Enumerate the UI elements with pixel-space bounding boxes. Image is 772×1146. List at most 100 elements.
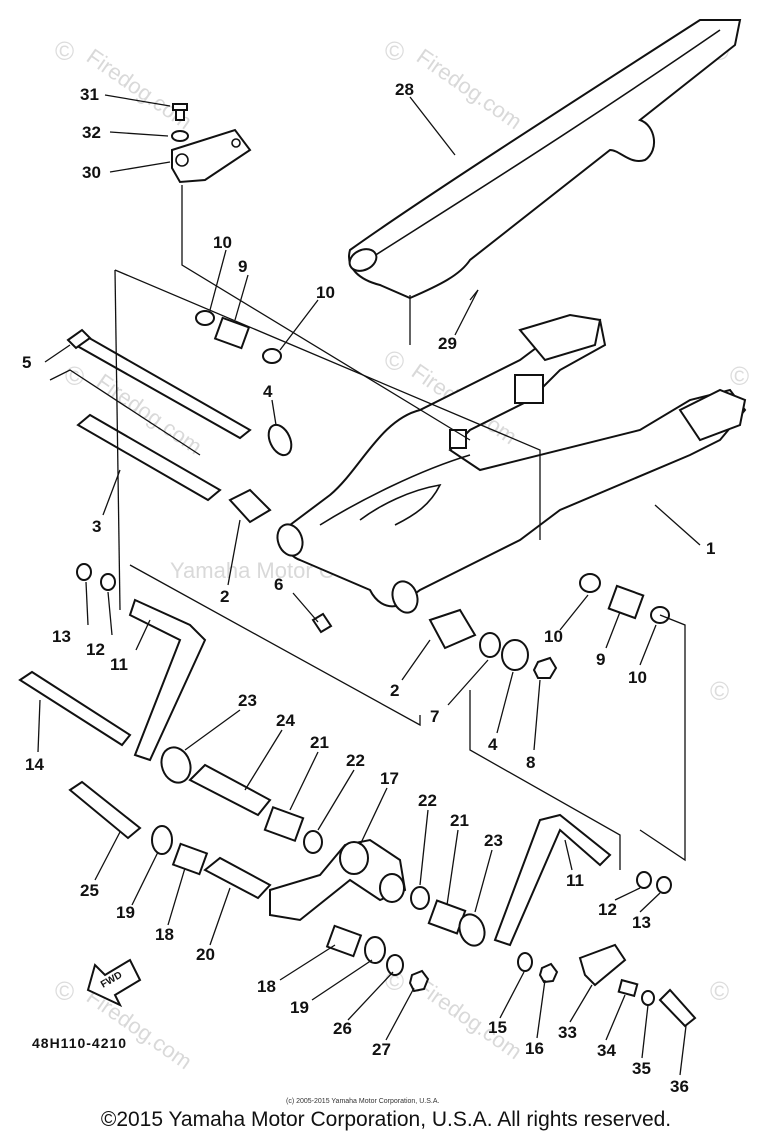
washer-35 [641,990,655,1006]
seal-19 [151,825,173,855]
part-number: 2 [220,587,229,606]
part-number: 35 [632,1059,651,1078]
watermark-copyright: © [55,36,74,66]
bolt-6 [311,612,333,634]
bracket-plate [171,128,252,184]
guide-line [639,614,686,862]
relay-arm-boss [339,841,369,875]
part-number: 22 [346,751,365,770]
part-number: 1 [706,539,715,558]
part-number: 26 [333,1019,352,1038]
part-number: 30 [82,163,101,182]
washer-4 [501,639,529,671]
chain-guard-edge [359,29,721,266]
part-number: 23 [484,831,503,850]
chain-guard-body [348,19,742,300]
part-number: 10 [213,233,232,252]
spacer-24 [188,763,272,817]
part-number: 18 [257,977,276,996]
watermark-copyright: © [730,361,749,391]
part-number: 29 [438,334,457,353]
part-number: 3 [92,517,101,536]
part-number: 9 [596,650,605,669]
leader-lines [37,94,701,1076]
part-number: 20 [196,945,215,964]
nut-32 [171,130,189,142]
relay-arm-17 [269,838,407,922]
part-number: 8 [526,753,535,772]
part-number: 33 [558,1023,577,1042]
watermark-site: Firedog.com [82,984,197,1075]
part-number: 13 [52,627,71,646]
bracket [171,103,252,184]
relay-arm-boss [379,873,405,903]
guide-line [129,564,421,727]
pivot-bolt-5-head [66,328,92,350]
watermark-copyright: © [385,36,404,66]
part-number: 21 [310,733,329,752]
linkage [18,563,697,1028]
part-number: 19 [290,998,309,1017]
shaft-3 [76,413,222,502]
nut-13 [76,563,92,581]
guide-lines [49,185,686,870]
part-number: 36 [670,1077,689,1096]
bushing-9-right [607,584,645,620]
swingarm-body [283,318,747,608]
bushing-9 [213,316,251,350]
part-number: 16 [525,1039,544,1058]
swingarm-exploded-view: © Firedog.com © Firedog.com © © Firedog.… [18,19,749,1105]
part-number: 17 [380,769,399,788]
connecting-rod-11-right [493,813,612,947]
seal-19-right [364,936,386,964]
part-number: 11 [566,871,584,890]
part-number: 28 [395,80,414,99]
seal-10-right [579,573,601,593]
swingarm-brace [359,483,442,526]
footer-copyright: ©2015 Yamaha Motor Corporation, U.S.A. A… [100,1108,672,1131]
part-number: 15 [488,1018,507,1037]
guide-line [181,185,471,441]
part-number-labels: 28 31 32 30 10 9 10 29 5 4 3 1 2 6 13 12… [22,80,715,1096]
bushing-18 [171,842,209,876]
pin-34 [617,978,639,998]
watermark-copyright: © [710,676,729,706]
watermark-site: Firedog.com [412,974,527,1065]
guide-line [114,269,121,611]
part-number: 10 [628,668,647,687]
part-number: 24 [276,711,295,730]
part-number: 25 [80,881,99,900]
fwd-arrow: FWD [86,958,142,1008]
part-number: 7 [430,707,439,726]
swingarm-inner [319,454,471,526]
bolt-36 [658,988,697,1028]
part-number: 18 [155,925,174,944]
spacer-20 [203,856,272,900]
chain-puller [514,374,544,404]
pivot-right [391,580,419,614]
part-number: 4 [488,735,498,754]
chain-guard-end [348,248,378,272]
seal-10 [195,310,215,326]
bushing-21 [263,805,305,843]
part-number: 31 [80,85,99,104]
part-number: 34 [597,1041,616,1060]
washer-15 [517,952,533,972]
part-number: 22 [418,791,437,810]
chain-guard [348,19,742,300]
guide-line [469,690,621,870]
collar-4 [267,423,293,457]
part-number: 23 [238,691,257,710]
part-number: 6 [274,575,283,594]
part-number: 27 [372,1040,391,1059]
part-number: 5 [22,353,31,372]
nut-27 [408,969,430,993]
axle-plate-right [678,388,747,442]
part-number: 9 [238,257,247,276]
part-number: 10 [544,627,563,646]
watermark-copyright: © [65,361,84,391]
bushing-2 [228,488,272,524]
watermark-site: Firedog.com [412,44,527,135]
part-number: 10 [316,283,335,302]
